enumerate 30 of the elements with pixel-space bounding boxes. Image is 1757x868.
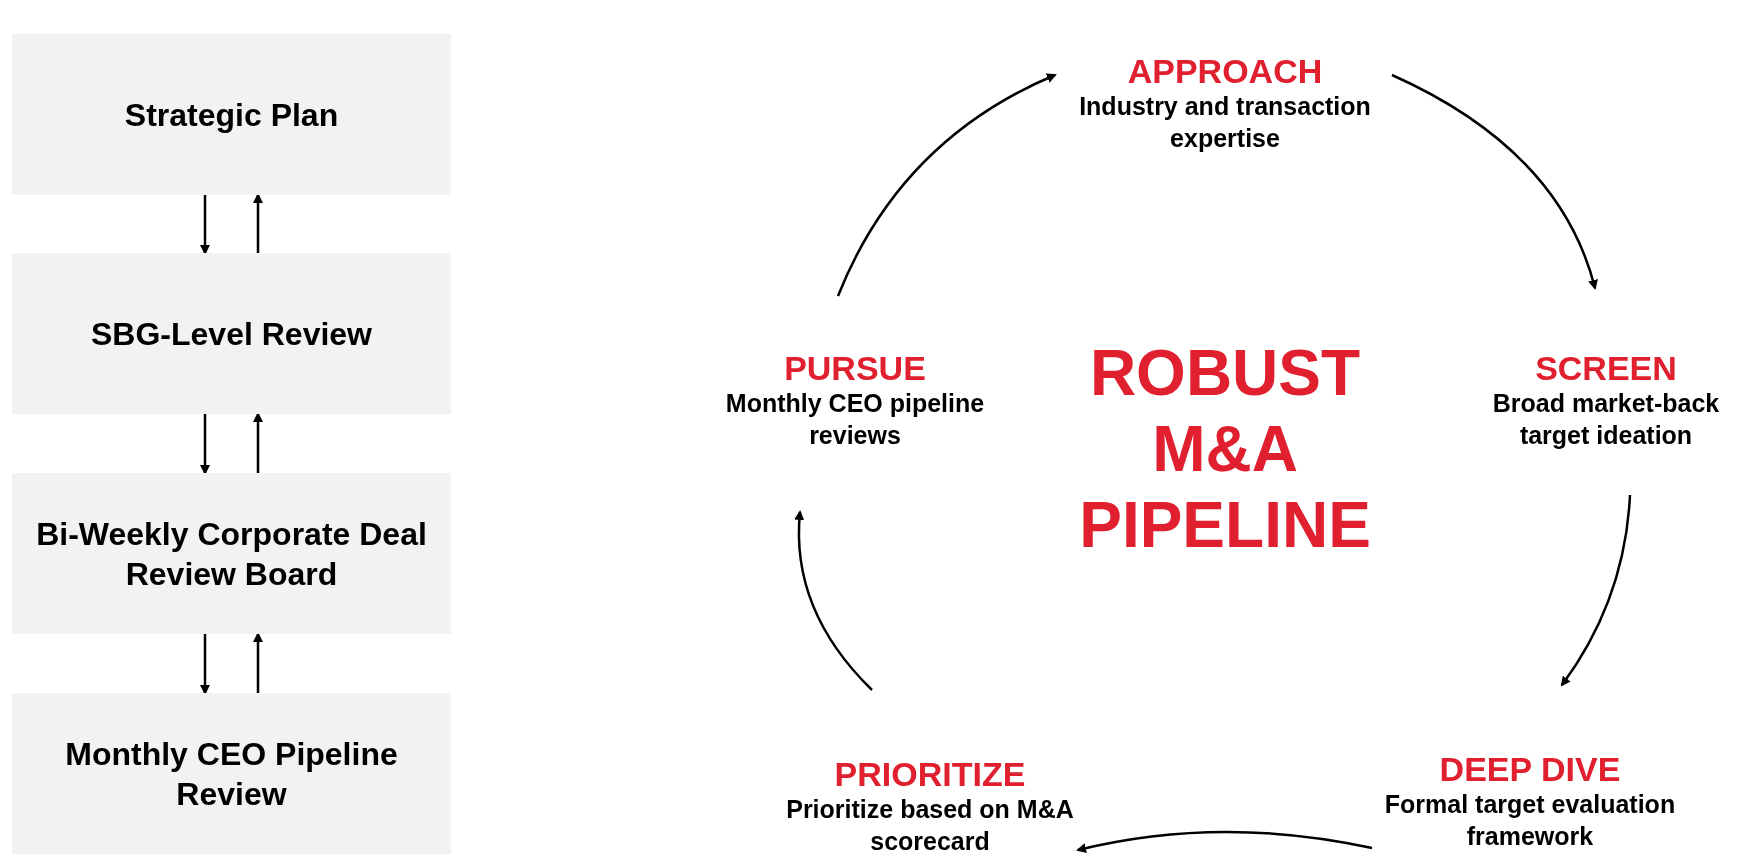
box-label: Strategic Plan — [124, 95, 339, 135]
step-description: Formal target evaluation framework — [1383, 789, 1677, 852]
step-title: SCREEN — [1535, 349, 1677, 387]
arrow — [836, 73, 1057, 297]
arrow — [253, 412, 263, 473]
arrow — [200, 195, 210, 255]
arrow — [1076, 830, 1373, 854]
arrow — [253, 193, 263, 253]
step-title: PURSUE — [784, 349, 926, 387]
process-box — [12, 693, 451, 854]
box-label: SBG-Level Review — [91, 314, 372, 354]
step-description: Industry and transaction expertise — [1078, 91, 1372, 154]
box-label: Monthly CEO Pipeline Review — [64, 734, 399, 814]
process-box — [12, 34, 451, 195]
step-title: PRIORITIZE — [834, 755, 1026, 793]
process-box — [12, 253, 451, 414]
arrow — [253, 632, 263, 693]
step-title: DEEP DIVE — [1439, 750, 1621, 788]
center-title: ROBUST M&A PIPELINE — [1078, 336, 1372, 563]
step-description: Broad market-back target ideation — [1491, 388, 1721, 451]
step-description: Prioritize based on M&A scorecard — [785, 794, 1075, 857]
process-box — [12, 473, 451, 634]
arrow — [1560, 494, 1632, 687]
arrow — [200, 414, 210, 475]
step-description: Monthly CEO pipeline reviews — [724, 388, 986, 451]
box-label: Bi-Weekly Corporate Deal Review Board — [35, 514, 428, 594]
arrow — [794, 510, 873, 691]
arrow — [1391, 73, 1598, 290]
arrow — [200, 634, 210, 695]
step-title: APPROACH — [1127, 52, 1323, 90]
